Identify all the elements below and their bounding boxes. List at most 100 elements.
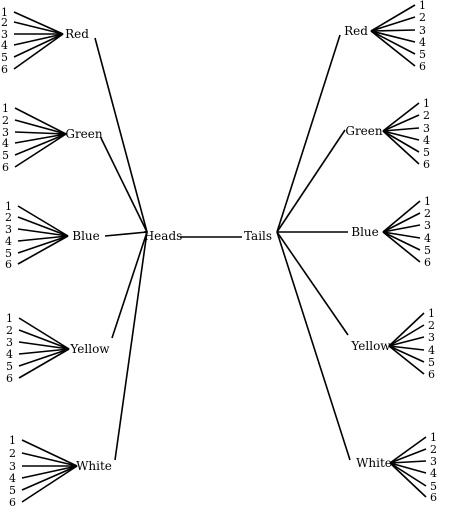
tails-red-outcome-3-label: 3 bbox=[419, 24, 426, 37]
tails-green-outcome-1-label: 1 bbox=[423, 97, 430, 110]
tails-green-outcome-3-label: 3 bbox=[423, 122, 430, 135]
heads-yellow-outcome-4-edge bbox=[18, 348, 70, 355]
heads-blue-outcome-5-edge bbox=[17, 235, 69, 254]
heads-red-outcome-4-edge bbox=[13, 33, 64, 46]
tails-red-outcome-1-label: 1 bbox=[419, 0, 426, 12]
heads-white-outcome-2-edge bbox=[21, 452, 78, 467]
heads-blue-outcome-1-edge bbox=[17, 205, 69, 237]
tails-yellow-outcome-6-label: 6 bbox=[428, 368, 435, 381]
heads-yellow-edge bbox=[111, 231, 148, 339]
tails-white-outcome-3-edge bbox=[389, 460, 427, 464]
tails-yellow-edge bbox=[276, 231, 349, 336]
tails-white-outcome-4-label: 4 bbox=[430, 467, 437, 480]
heads-white-outcome-1-label: 1 bbox=[9, 434, 16, 447]
tails-yellow-outcome-5-edge bbox=[388, 345, 425, 363]
tails-red-outcome-1-edge bbox=[370, 4, 416, 32]
heads-yellow-outcome-1-edge bbox=[18, 317, 70, 350]
heads-blue-outcome-3-edge bbox=[17, 228, 69, 237]
heads-red-edge bbox=[94, 37, 148, 233]
tails-blue-outcome-2-edge bbox=[382, 212, 421, 233]
heads-white-label: White bbox=[76, 459, 112, 473]
tails-red-outcome-3-edge bbox=[370, 29, 416, 32]
tails-green-outcome-6-label: 6 bbox=[423, 158, 430, 171]
tails-blue-label: Blue bbox=[351, 225, 379, 239]
heads-yellow-outcome-4-label: 4 bbox=[6, 348, 13, 361]
tails-white-outcome-6-edge bbox=[389, 462, 427, 498]
tails-yellow-outcome-3-label: 3 bbox=[428, 331, 435, 344]
tails-yellow-outcome-2-edge bbox=[388, 324, 425, 347]
heads-green-outcome-5-edge bbox=[14, 133, 67, 156]
tails-white-outcome-2-edge bbox=[389, 448, 427, 464]
tails-green-outcome-2-edge bbox=[382, 114, 420, 132]
tails-red-outcome-6-label: 6 bbox=[419, 60, 426, 73]
heads-green-label: Green bbox=[65, 127, 103, 141]
tails-white-outcome-5-label: 5 bbox=[430, 480, 437, 493]
heads-green-edge bbox=[100, 137, 148, 233]
heads-node-label: Heads bbox=[144, 229, 183, 243]
tails-red-outcome-5-label: 5 bbox=[419, 48, 426, 61]
heads-yellow-label: Yellow bbox=[69, 342, 110, 356]
tails-white-outcome-1-label: 1 bbox=[430, 431, 437, 444]
heads-green-outcome-3-label: 3 bbox=[2, 126, 9, 139]
tails-green-outcome-5-edge bbox=[382, 130, 420, 153]
tails-green-outcome-4-edge bbox=[382, 130, 420, 141]
heads-green-outcome-4-label: 4 bbox=[2, 137, 9, 150]
tails-yellow-label: Yellow bbox=[350, 339, 391, 353]
heads-green-outcome-3-edge bbox=[14, 131, 67, 135]
heads-red-outcome-5-edge bbox=[13, 33, 64, 58]
heads-blue-outcome-2-label: 2 bbox=[5, 211, 12, 224]
tails-yellow-outcome-1-label: 1 bbox=[428, 307, 435, 320]
heads-white-outcome-6-edge bbox=[21, 465, 78, 503]
heads-yellow-outcome-3-label: 3 bbox=[6, 336, 13, 349]
heads-blue-outcome-5-label: 5 bbox=[5, 247, 12, 260]
heads-blue-outcome-4-edge bbox=[17, 235, 69, 242]
tails-blue-outcome-3-label: 3 bbox=[424, 219, 431, 232]
heads-white-outcome-4-label: 4 bbox=[9, 472, 16, 485]
heads-green-outcome-6-edge bbox=[14, 133, 67, 168]
heads-white-outcome-1-edge bbox=[21, 439, 78, 467]
heads-yellow-outcome-2-edge bbox=[18, 329, 70, 350]
heads-blue-outcome-6-label: 6 bbox=[5, 258, 12, 271]
tails-blue-outcome-5-label: 5 bbox=[424, 244, 431, 257]
tails-green-outcome-1-edge bbox=[382, 102, 420, 132]
tails-yellow-outcome-6-edge bbox=[388, 345, 425, 375]
tails-red-label: Red bbox=[344, 24, 368, 38]
tree-edges bbox=[13, 4, 427, 503]
tails-blue-outcome-4-label: 4 bbox=[424, 232, 431, 245]
heads-red-outcome-4-label: 4 bbox=[1, 39, 8, 52]
tails-white-edge bbox=[276, 231, 351, 461]
tails-white-outcome-4-edge bbox=[389, 462, 427, 474]
tails-red-outcome-5-edge bbox=[370, 30, 416, 55]
heads-yellow-outcome-5-label: 5 bbox=[6, 360, 13, 373]
heads-white-outcome-6-label: 6 bbox=[9, 496, 16, 509]
tails-green-outcome-2-label: 2 bbox=[423, 109, 430, 122]
heads-red-outcome-1-edge bbox=[13, 11, 64, 35]
tails-white-outcome-2-label: 2 bbox=[430, 443, 437, 456]
tails-yellow-outcome-4-edge bbox=[388, 345, 425, 351]
heads-green-outcome-1-edge bbox=[14, 107, 67, 135]
heads-red-label: Red bbox=[65, 27, 89, 41]
heads-white-edge bbox=[114, 231, 148, 461]
tails-green-outcome-6-edge bbox=[382, 130, 420, 165]
color-nodes: RedGreenBlueYellowWhiteRedGreenBlueYello… bbox=[65, 24, 392, 473]
tails-red-outcome-2-edge bbox=[370, 16, 416, 32]
heads-yellow-outcome-6-edge bbox=[18, 348, 70, 379]
heads-blue-edge bbox=[104, 231, 148, 237]
tails-blue-outcome-6-edge bbox=[382, 231, 421, 263]
heads-blue-outcome-1-label: 1 bbox=[5, 200, 12, 213]
tails-white-outcome-5-edge bbox=[389, 462, 427, 487]
tails-yellow-outcome-3-edge bbox=[388, 336, 425, 347]
tails-blue-outcome-1-edge bbox=[382, 200, 421, 233]
heads-blue-outcome-6-edge bbox=[17, 235, 69, 265]
tails-red-outcome-6-edge bbox=[370, 30, 416, 67]
heads-red-outcome-2-label: 2 bbox=[1, 16, 8, 29]
heads-blue-outcome-4-label: 4 bbox=[5, 235, 12, 248]
heads-green-outcome-5-label: 5 bbox=[2, 149, 9, 162]
tails-blue-outcome-2-label: 2 bbox=[424, 207, 431, 220]
heads-red-outcome-6-label: 6 bbox=[1, 63, 8, 76]
tails-white-outcome-3-label: 3 bbox=[430, 455, 437, 468]
tails-green-outcome-4-label: 4 bbox=[423, 134, 430, 147]
tails-yellow-outcome-2-label: 2 bbox=[428, 319, 435, 332]
tails-blue-outcome-4-edge bbox=[382, 231, 421, 239]
